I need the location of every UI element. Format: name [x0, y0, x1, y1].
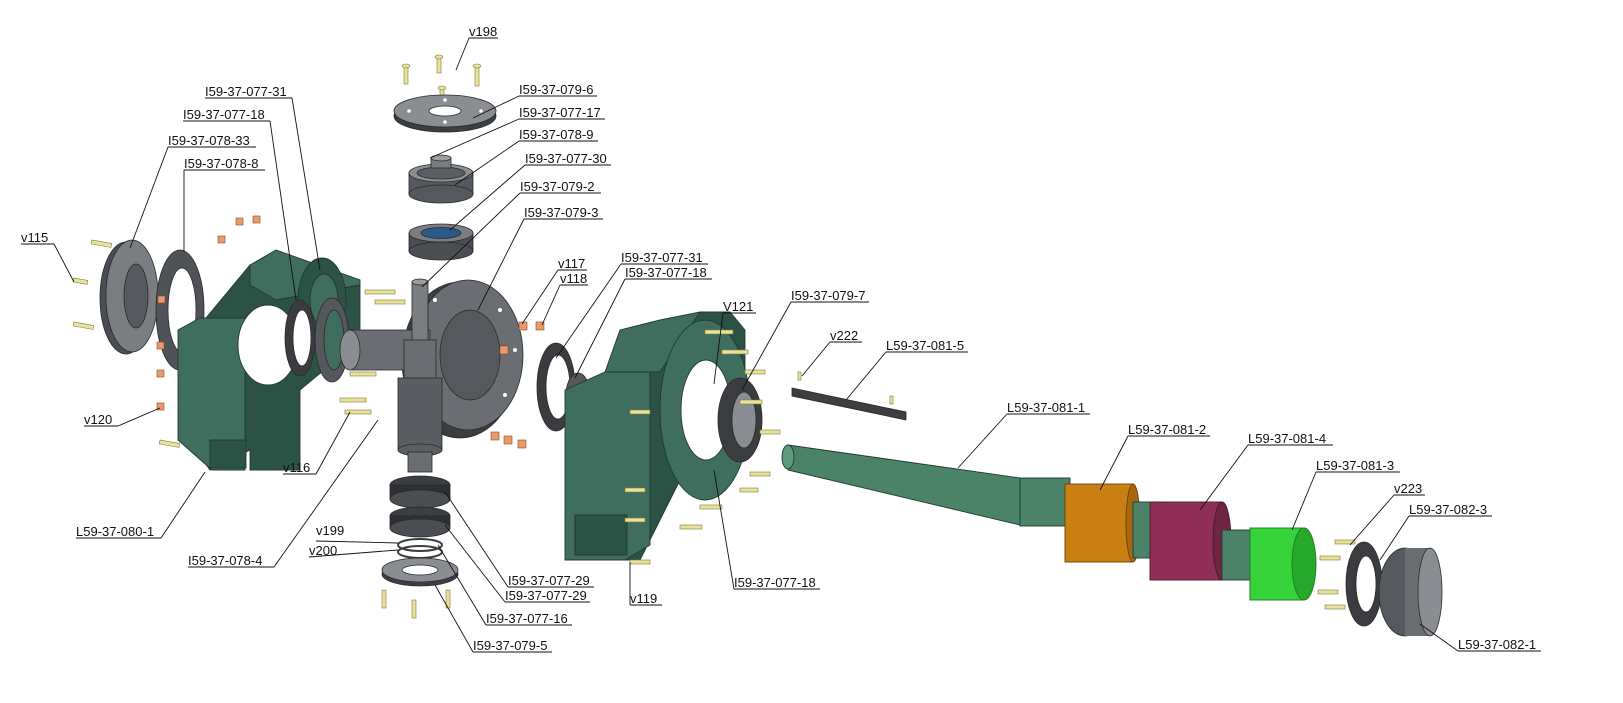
- right-bolts-v119: [624, 329, 781, 565]
- end-gasket-082-3: [1345, 541, 1383, 627]
- label-079-2: I59-37-079-2: [520, 179, 594, 194]
- bearing-077-30: [408, 223, 474, 261]
- bronze-nut-081-2: [1064, 483, 1141, 563]
- label-079-6: I59-37-079-6: [519, 82, 593, 97]
- right-flange-079-7: [717, 377, 763, 463]
- label-079-7: I59-37-079-7: [791, 288, 865, 303]
- label-v222: v222: [830, 328, 858, 343]
- label-v118: v118: [560, 271, 587, 286]
- label-077-18-lower: I59-37-077-18: [734, 575, 816, 590]
- end-bolts-v223: [1317, 539, 1356, 610]
- label-077-31-left: I59-37-077-31: [205, 84, 287, 99]
- label-078-33: I59-37-078-33: [168, 133, 250, 148]
- label-081-4: L59-37-081-4: [1248, 431, 1326, 446]
- main-shaft-081-1: [781, 444, 1071, 527]
- label-081-2: L59-37-081-2: [1128, 422, 1206, 437]
- label-v116: v116: [283, 460, 310, 475]
- left-bolts-v115: [72, 239, 181, 448]
- label-082-1: L59-37-082-1: [1458, 637, 1536, 652]
- label-v120: v120: [84, 412, 112, 427]
- green-ring-081-3: [1249, 527, 1317, 601]
- left-seal-077-31: [314, 297, 350, 383]
- leader-lines: [21, 37, 1541, 653]
- label-v198: v198: [469, 24, 497, 39]
- end-cap-082-1: [1378, 547, 1443, 637]
- label-v119: v119: [630, 591, 657, 606]
- label-v121: V121: [723, 299, 753, 314]
- center-nuts-v117: [490, 321, 545, 449]
- label-078-9: I59-37-078-9: [519, 127, 593, 142]
- label-v117: v117: [558, 256, 585, 271]
- label-077-16: I59-37-077-16: [486, 611, 568, 626]
- flange-plate-079-6: [393, 94, 497, 133]
- callout-labels: v198 I59-37-079-6 I59-37-077-17 I59-37-0…: [21, 24, 1536, 653]
- label-077-29-b: I59-37-077-29: [505, 588, 587, 603]
- label-079-3: I59-37-079-3: [524, 205, 598, 220]
- shaft-end: [1221, 529, 1253, 581]
- label-077-18-right: I59-37-077-18: [625, 265, 707, 280]
- left-seal-077-18: [284, 299, 316, 377]
- bearing-cup-077-17: [408, 154, 474, 204]
- label-v115: v115: [21, 230, 48, 245]
- key-081-5: [791, 371, 907, 421]
- label-v200: v200: [309, 543, 337, 558]
- label-081-5: L59-37-081-5: [886, 338, 964, 353]
- left-bearing-cover-078-33: [99, 239, 159, 355]
- label-v199: v199: [316, 523, 344, 538]
- lower-bearing-stack: [389, 475, 451, 559]
- magenta-coupling-081-4: [1149, 501, 1232, 581]
- label-077-30: I59-37-077-30: [525, 151, 607, 166]
- label-077-29-a: I59-37-077-29: [508, 573, 590, 588]
- label-079-5: I59-37-079-5: [473, 638, 547, 653]
- label-078-4: I59-37-078-4: [188, 553, 262, 568]
- label-078-8: I59-37-078-8: [184, 156, 258, 171]
- label-v223: v223: [1394, 481, 1422, 496]
- label-081-1: L59-37-081-1: [1007, 400, 1085, 415]
- label-081-3: L59-37-081-3: [1316, 458, 1394, 473]
- label-077-17: I59-37-077-17: [519, 105, 601, 120]
- label-082-3: L59-37-082-3: [1409, 502, 1487, 517]
- center-bolts-v116: [339, 289, 406, 415]
- label-077-18-left: I59-37-077-18: [183, 107, 265, 122]
- label-077-31-right: I59-37-077-31: [621, 250, 703, 265]
- vertical-shaft-079-2: [397, 278, 443, 473]
- bottom-flange-079-5: [381, 557, 459, 619]
- left-nuts-v120: [156, 215, 261, 411]
- top-bolts: [401, 54, 482, 103]
- label-080-1: L59-37-080-1: [76, 524, 154, 539]
